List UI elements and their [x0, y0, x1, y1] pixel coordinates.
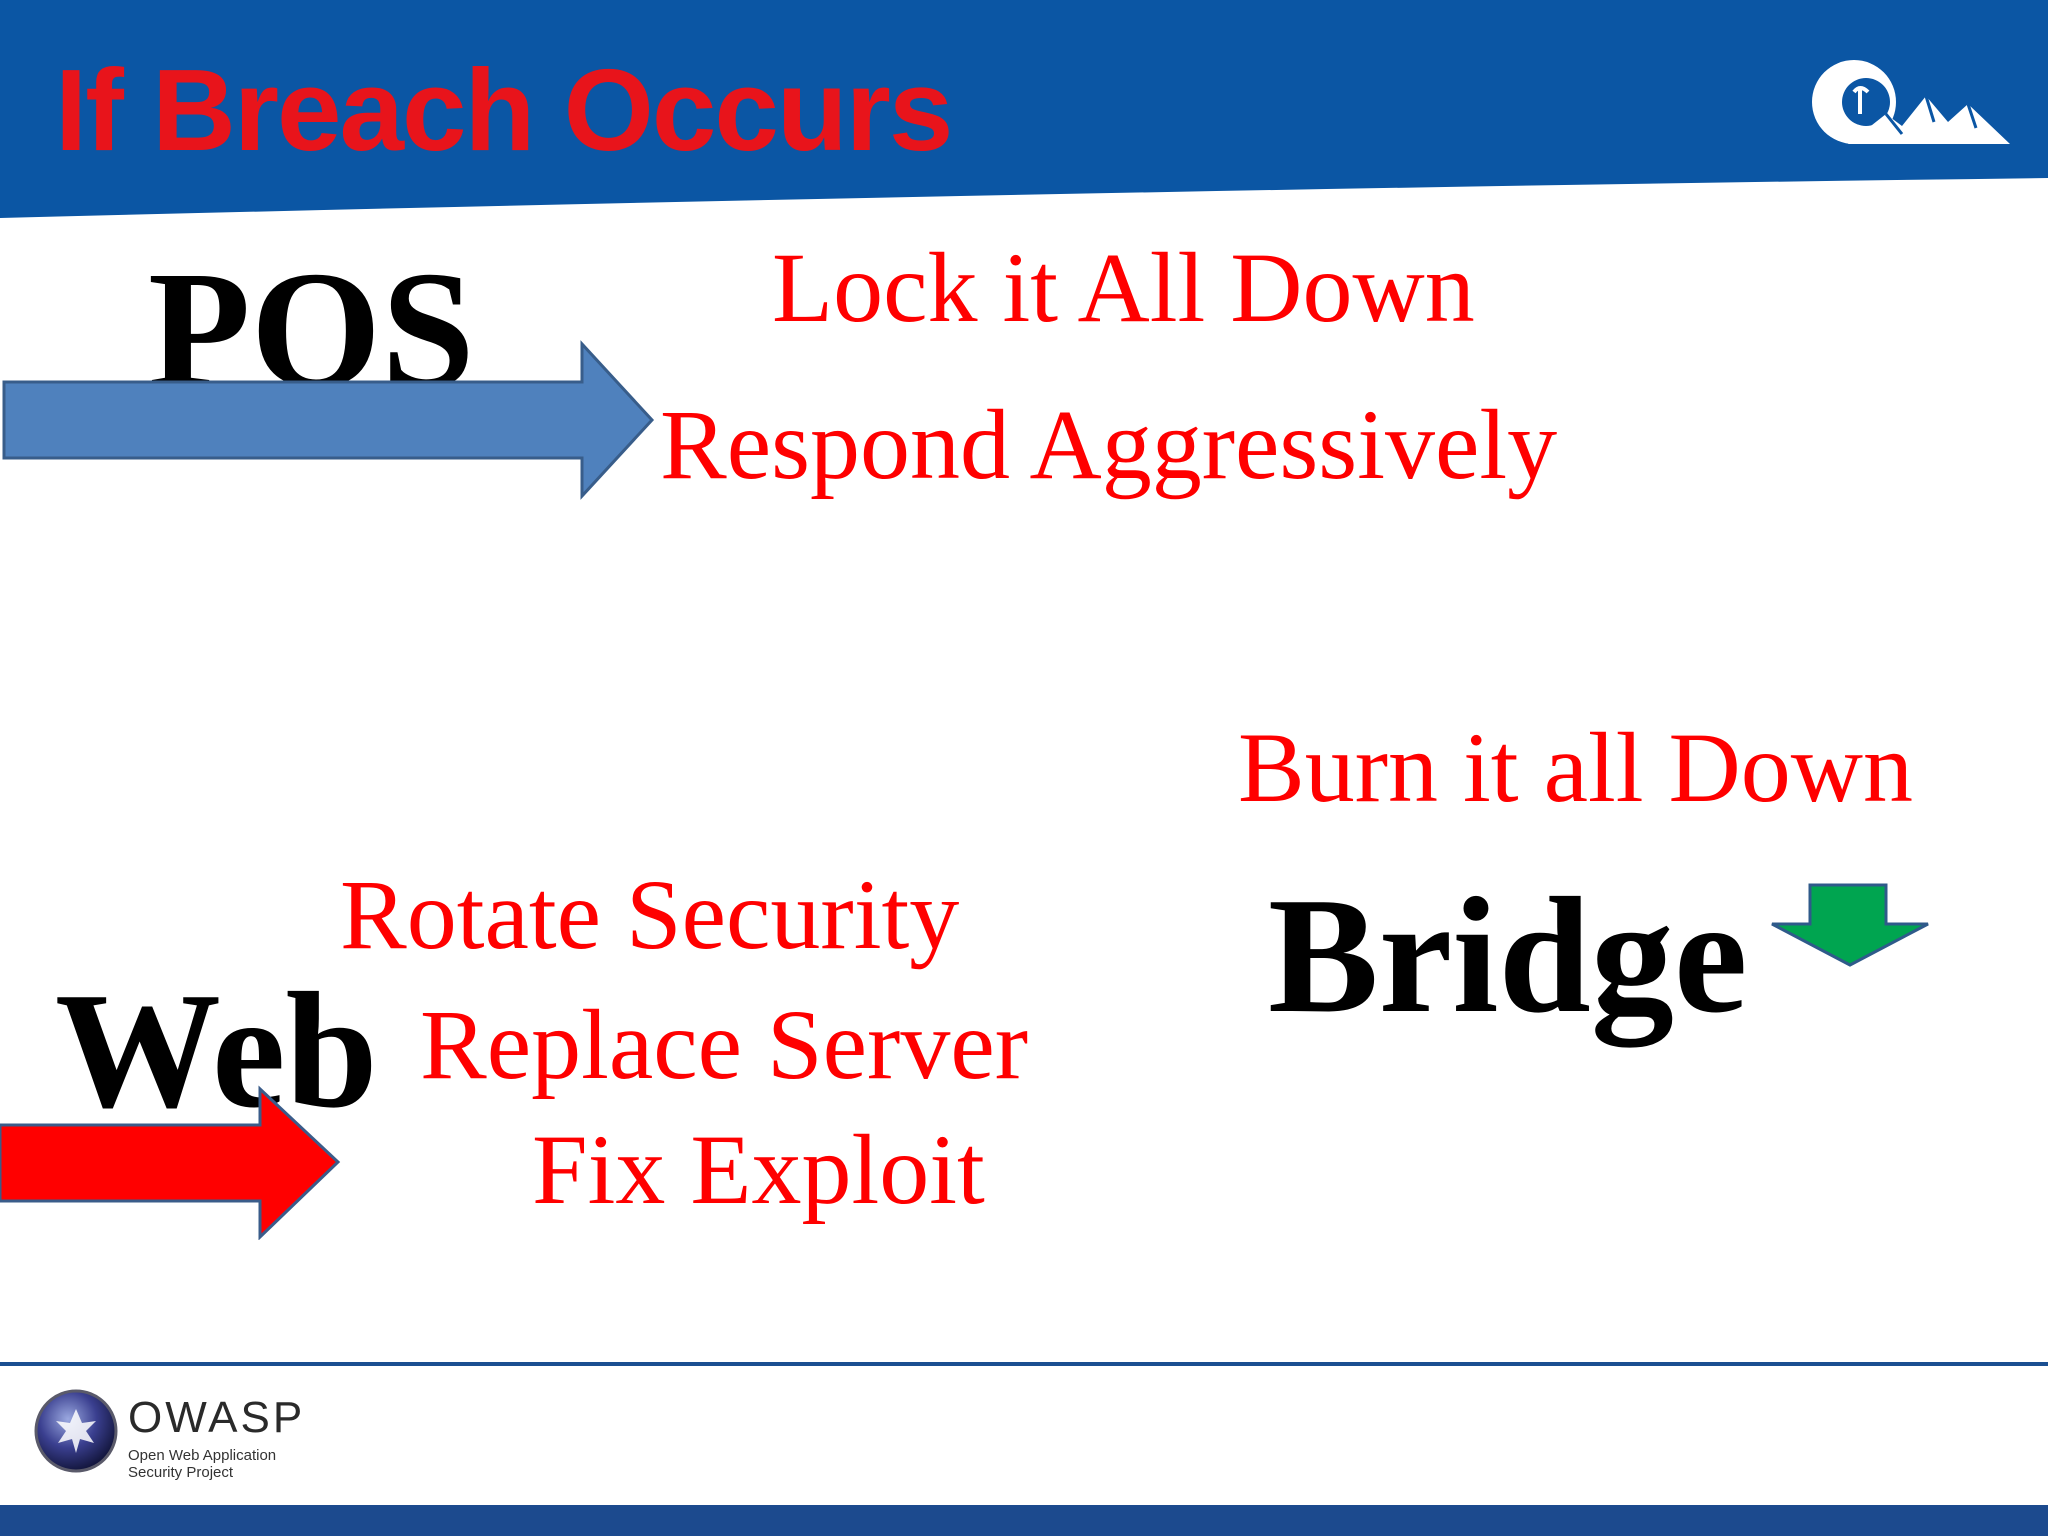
web-action-fix: Fix Exploit [532, 1114, 985, 1225]
slide-title: If Breach Occurs [55, 45, 953, 175]
down-arrow-icon [1771, 883, 1929, 967]
bridge-action-burn: Burn it all Down [1238, 712, 1913, 823]
pos-action-respond: Respond Aggressively [660, 389, 1558, 500]
owasp-tagline-line2: Security Project [128, 1464, 234, 1481]
owasp-tagline-line1: Open Web Application [128, 1447, 277, 1464]
footer-bar [0, 1505, 2048, 1536]
footer-divider [0, 1362, 2048, 1366]
web-action-rotate: Rotate Security [340, 859, 960, 970]
pos-arrow-icon [2, 340, 655, 500]
owasp-globe-icon [34, 1389, 118, 1473]
web-label: Web [55, 958, 378, 1142]
header-band [0, 0, 2048, 218]
web-arrow-icon [0, 1085, 341, 1240]
pos-action-lock: Lock it All Down [772, 232, 1475, 343]
bridge-label: Bridge [1268, 863, 1748, 1047]
owasp-name: OWASP [128, 1393, 306, 1442]
web-action-replace: Replace Server [420, 989, 1029, 1100]
mountain-logo-icon [1812, 60, 2010, 144]
